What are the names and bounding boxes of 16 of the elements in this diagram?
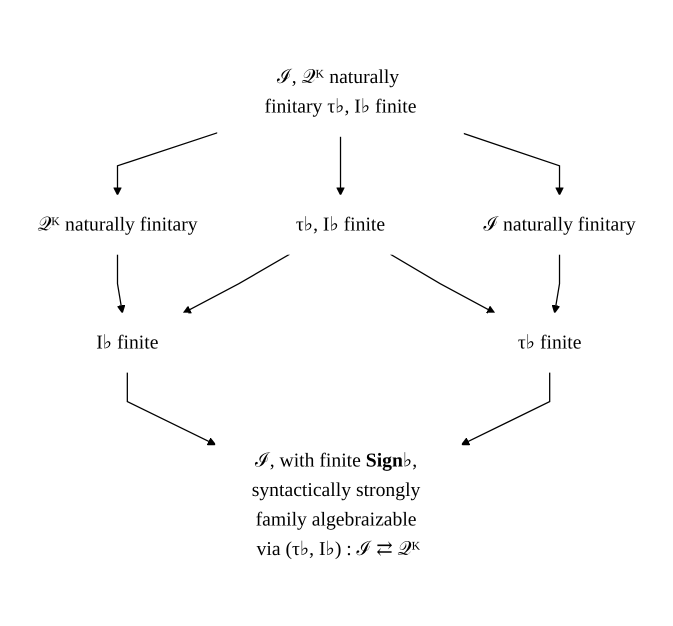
arrow (336, 136, 345, 196)
node-text: ℐ, 𝒬ᴷ naturally finitary τ♭, I♭ finite (264, 66, 416, 118)
node-text: I♭ finite (96, 332, 158, 354)
arrow (116, 254, 126, 314)
arrow (460, 372, 550, 446)
arrow (463, 132, 564, 196)
node-text: 𝒬ᴷ naturally finitary (37, 214, 198, 236)
node-text: τ♭ finite (518, 332, 582, 354)
node-text: τ♭, I♭ finite (296, 214, 386, 236)
arrow (390, 253, 496, 314)
node-text: ℐ naturally finitary (483, 214, 636, 236)
arrow (113, 132, 218, 196)
arrow (552, 254, 560, 314)
arrow (126, 372, 216, 446)
node-text: ℐ, with finite Sign♭, syntactically strongly family algebraizable via (τ♭, I♭) : ℐ ⇄ 𝒬ᴷ (252, 450, 420, 560)
arrow (182, 253, 290, 314)
